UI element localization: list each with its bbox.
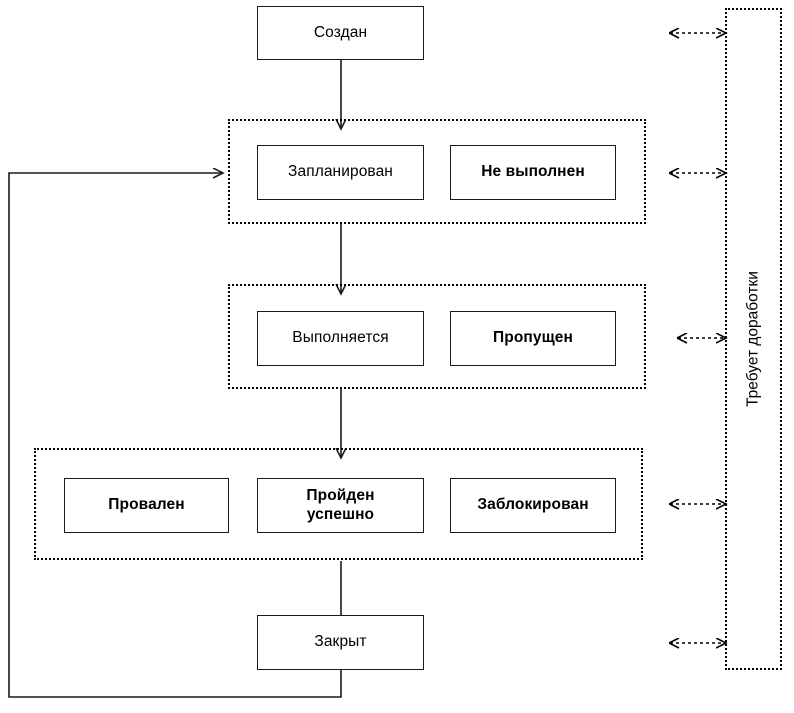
state-failed-label: Провален [108,496,185,514]
state-blocked[interactable]: Заблокирован [450,478,616,533]
state-created[interactable]: Создан [257,6,424,60]
state-planned-label: Запланирован [288,163,393,181]
state-rework-label: Требует доработки [744,271,762,407]
group-in-progress [228,284,646,389]
state-passed[interactable]: Пройден успешно [257,478,424,533]
state-skipped-label: Пропущен [493,329,573,347]
group-planned [228,119,646,224]
state-created-label: Создан [313,23,368,41]
state-in-progress[interactable]: Выполняется [257,311,424,366]
state-closed-label: Закрыт [314,633,367,651]
state-not-done-label: Не выполнен [481,163,585,181]
group-result [34,448,643,560]
state-passed-label-line2: успешно [306,505,375,523]
state-not-done[interactable]: Не выполнен [450,145,616,200]
state-passed-label-line1: Пройден [306,486,375,504]
state-blocked-label: Заблокирован [477,496,589,514]
edge-closed-loop-back [8,173,342,698]
state-in-progress-label: Выполняется [292,329,389,347]
state-planned[interactable]: Запланирован [257,145,424,200]
state-closed[interactable]: Закрыт [257,615,424,670]
state-skipped[interactable]: Пропущен [450,311,616,366]
state-failed[interactable]: Провален [64,478,229,533]
state-rework[interactable]: Требует доработки [725,8,782,670]
